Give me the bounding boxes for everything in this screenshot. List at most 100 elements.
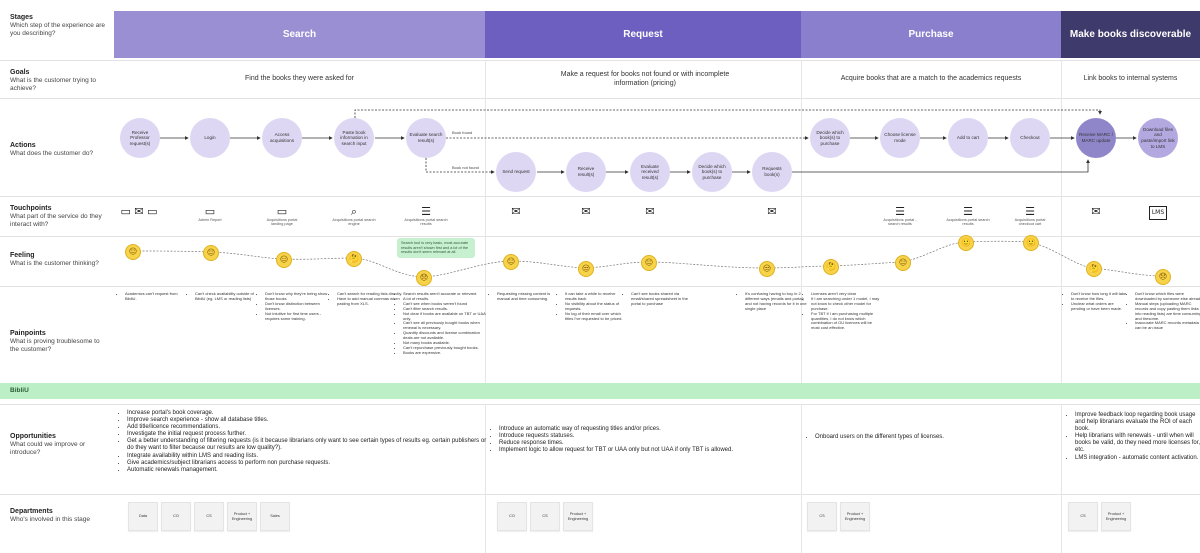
stage-separator [801, 404, 802, 553]
painpoints-purchase: Licenses aren't very clearIf I am search… [804, 291, 881, 332]
email-icon: ✉ [511, 205, 521, 218]
list-item: Reduce response times. [499, 440, 805, 447]
touchpoint-email: ✉ [628, 206, 672, 218]
list-page-icon: ☰ [421, 205, 431, 218]
list-item: A lot of results. [403, 296, 487, 302]
goal-purchase: Acquire books that are a match to the ac… [840, 75, 1022, 82]
row-divider [0, 404, 1200, 405]
touchpoint-portal-results: ☰Acquisitions portal - search results [883, 205, 917, 227]
painpoints-evaluate-received: Can't see books shared via email/shared … [624, 291, 697, 307]
list-item: Can't filter search results. [403, 306, 487, 312]
painpoints-paste: Can't search for reading lists directly.… [330, 291, 403, 307]
department-card: CS [194, 502, 224, 531]
list-item: Not intuitive for first time users - req… [265, 311, 333, 322]
action-checkout: Checkout [1010, 118, 1050, 158]
lms-icon: LMS [1148, 206, 1168, 220]
feeling-neutral-icon: 😐 [503, 254, 519, 270]
list-item: Have to add manual commas when pasting f… [337, 296, 403, 307]
search-icon: ⌕ [350, 205, 358, 218]
list-item: Can't search for reading lists directly. [337, 291, 403, 297]
email-icon: ✉ [767, 205, 777, 218]
department-card: CO [497, 502, 527, 531]
stage-separator [1061, 404, 1062, 553]
list-item: Investigate the initial request process … [127, 431, 489, 438]
action-evaluate-search-results: Evaluate search result(s) [406, 118, 446, 158]
stage-search: Search [114, 11, 485, 58]
row-divider [0, 196, 1200, 197]
list-item: Can't see all previously bought books wh… [403, 321, 487, 331]
feeling-sad-icon: 😞 [416, 270, 432, 286]
list-item: Increase portal's book coverage. [127, 410, 489, 417]
row-label-stages: Stages Which step of the experience are … [10, 14, 106, 37]
row-label-departments: Departments Who's involved in this stage [10, 508, 91, 523]
department-card: CO [161, 502, 191, 531]
stage-purchase: Purchase [801, 11, 1061, 58]
feeling-speech-bubble: Search tool is very basic, most accurate… [397, 238, 475, 258]
opportunities-discoverable: Improve feedback loop regarding book usa… [1066, 412, 1200, 462]
email-icon: ✉ [1091, 205, 1101, 218]
list-item: Inaccurate MARC records metadata can be … [1135, 321, 1200, 331]
department-card: Product + Engineering [1101, 502, 1131, 531]
row-divider [0, 286, 1200, 287]
feeling-neutral-icon: 😐 [895, 255, 911, 271]
row-divider [0, 494, 1200, 495]
row-divider [0, 60, 1200, 61]
list-item: For TBT if I am purchasing multiple quan… [811, 311, 881, 332]
feeling-neutral-icon: 😐 [203, 245, 219, 261]
list-item: Improve search experience - show all dat… [127, 417, 489, 424]
action-evaluate-received-results: Evaluate received result(s) [630, 152, 670, 192]
opportunities-search: Increase portal's book coverage.Improve … [118, 410, 489, 474]
feeling-thinking-icon: 🤔 [346, 251, 362, 267]
action-download-files: Download files and paste/import link to … [1138, 118, 1178, 158]
action-choose-license-mode: Choose license mode [880, 118, 920, 158]
list-item: No log of their email over which titles … [565, 311, 627, 322]
stage-separator [485, 404, 486, 553]
action-receive-marc: Receive MARC / MARC update [1076, 118, 1116, 158]
action-receive-professor-request: Receive Professor request(s) [120, 118, 160, 158]
list-item: Get a better understanding of filtering … [127, 438, 489, 452]
department-card: CS [530, 502, 560, 531]
feeling-sad-icon: 😞 [1155, 269, 1171, 285]
department-card: CS [1068, 502, 1098, 531]
list-item: Don't know which files were downloaded b… [1135, 291, 1200, 302]
painpoints-receive-request: Academics can't request from BibliU. [118, 291, 187, 302]
row-label-feeling: Feeling What is the customer thinking? [10, 252, 99, 267]
list-page-icon: ☰ [963, 205, 973, 218]
action-decide-books-request: Decide which book(s) to purchase [692, 152, 732, 192]
action-access-acquisitions: Access acquisitions [262, 118, 302, 158]
feeling-neutral-icon: 😐 [641, 255, 657, 271]
goal-discoverable: Link books to internal systems [1083, 75, 1178, 82]
list-item: Not clear if books are available on TBT … [403, 311, 487, 322]
list-item: Quantity discounts and license combinati… [403, 330, 487, 341]
row-label-touchpoints: Touchpoints What part of the service do … [10, 205, 102, 228]
stage-make-books-discoverable: Make books discoverable [1061, 11, 1200, 58]
list-item: Implement logic to allow request for TBT… [499, 447, 805, 454]
list-item: Requesting missing content is manual and… [497, 291, 559, 302]
row-label-actions: Actions What does the customer do? [10, 142, 94, 157]
feeling-unamused-icon: 😒 [578, 261, 594, 277]
opportunities-request: Introduce an automatic way of requesting… [490, 426, 805, 454]
painpoints-requests-books: It's confusing having to buy in 2 differ… [738, 291, 807, 312]
feeling-thinking-icon: 🤔 [1086, 261, 1102, 277]
department-card: Product + Engineering [840, 502, 870, 531]
action-login: Login [190, 118, 230, 158]
stage-separator [1061, 60, 1062, 383]
action-receive-results: Receive result(s) [566, 152, 606, 192]
painpoints-evaluate: Search results aren't accurate or releva… [396, 291, 487, 356]
list-item: LMS integration - automatic content acti… [1075, 455, 1200, 462]
list-item: It can take a while to receive results b… [565, 291, 627, 302]
list-item: If I am searching under 1 model, I may n… [811, 296, 881, 312]
email-icon: ✉ [581, 205, 591, 218]
list-item: Introduce requests statuses. [499, 433, 805, 440]
touchpoint-search-engine: ⌕Acquisitions portal search engine [332, 205, 376, 227]
feeling-thinking-icon: 🤔 [823, 259, 839, 275]
touchpoint-checkout-cart: ☰Acquisitions portal checkout cart [1014, 205, 1046, 227]
list-item: Introduce an automatic way of requesting… [499, 426, 805, 433]
list-item: Can't check availability outside of Bibl… [195, 291, 261, 302]
stage-separator [485, 60, 486, 383]
painpoints-receive-marc: Don't know how long it will take to rece… [1064, 291, 1129, 312]
department-card: Product + Engineering [227, 502, 257, 531]
list-page-icon: ☰ [895, 205, 905, 218]
action-add-to-cart: Add to cart [948, 118, 988, 158]
list-item: Can't see books shared via email/shared … [631, 291, 697, 307]
